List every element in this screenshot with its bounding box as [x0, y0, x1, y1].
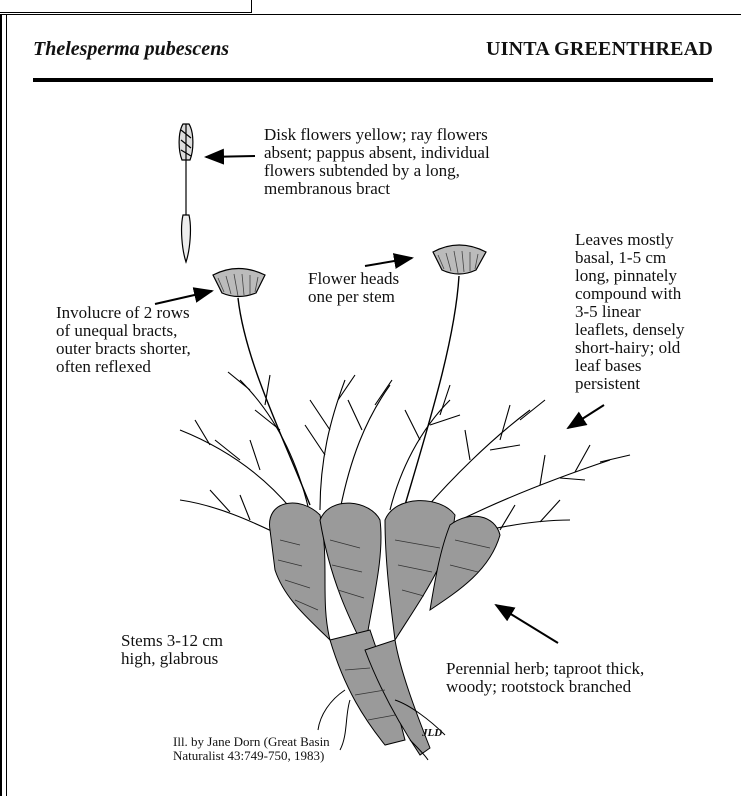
arrow-icon: [206, 156, 255, 157]
artist-signature: JLD: [422, 726, 442, 740]
label-perennial: Perennial herb; taproot thick, woody; ro…: [446, 660, 644, 696]
label-involucre: Involucre of 2 rows of unequal bracts, o…: [56, 304, 191, 376]
arrow-icon: [496, 605, 558, 643]
arrow-icon: [365, 258, 412, 266]
label-stems: Stems 3-12 cm high, glabrous: [121, 632, 223, 668]
label-flower-heads: Flower heads one per stem: [308, 270, 399, 306]
arrow-icon: [568, 405, 604, 428]
label-disk-flowers: Disk flowers yellow; ray flowers absent;…: [264, 126, 490, 198]
illustration-credit: Ill. by Jane Dorn (Great Basin Naturalis…: [173, 735, 330, 763]
label-leaves: Leaves mostly basal, 1-5 cm long, pinnat…: [575, 231, 685, 393]
floret-illustration: [179, 124, 193, 262]
